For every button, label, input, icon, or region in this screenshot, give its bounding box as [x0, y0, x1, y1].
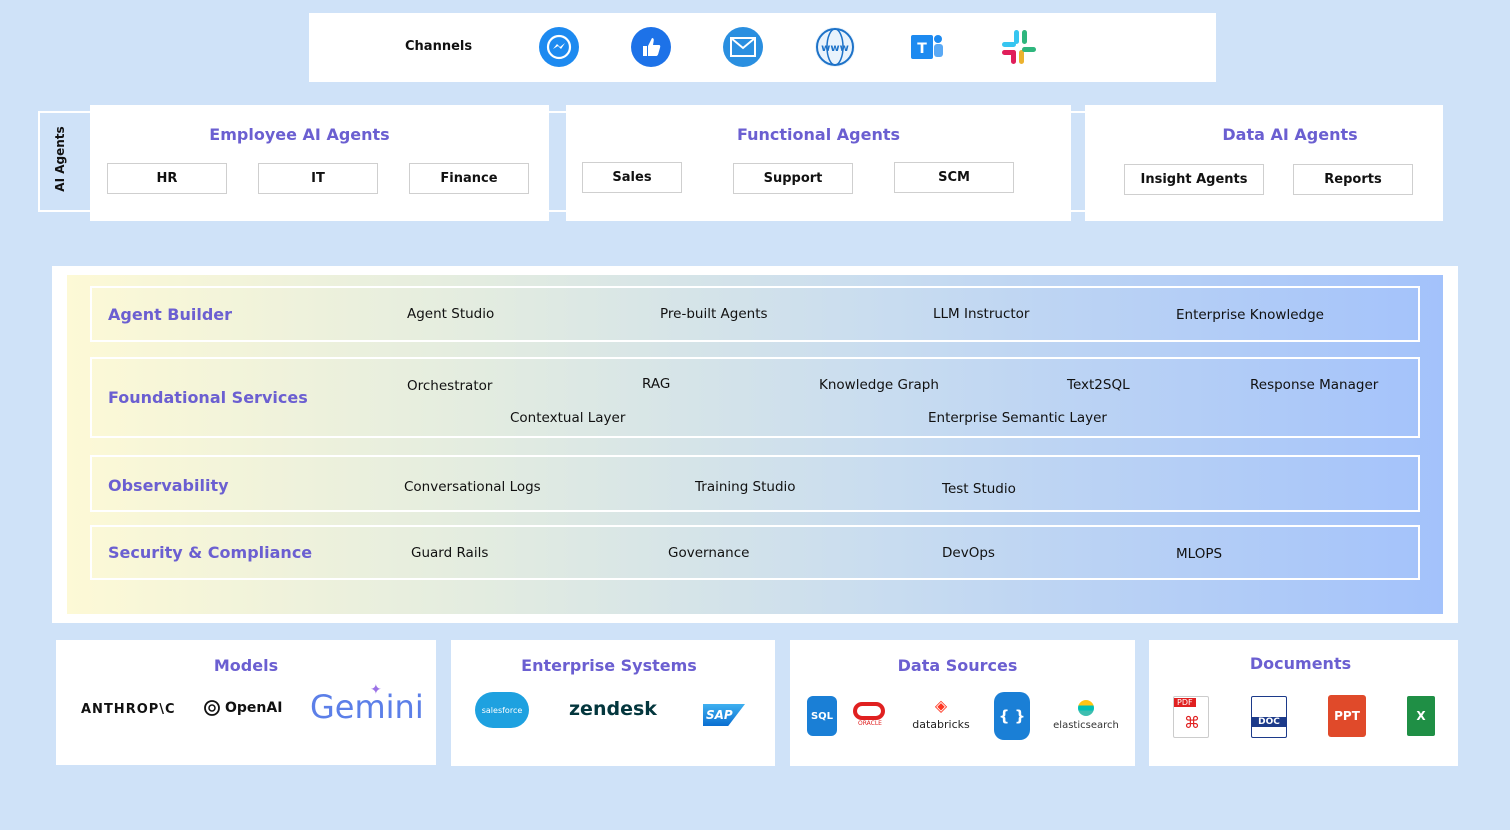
slack-icon[interactable] — [999, 27, 1039, 67]
enterprise-systems-title: Enterprise Systems — [521, 656, 697, 675]
training-studio-item[interactable]: Training Studio — [695, 479, 796, 495]
gemini-logo: Gemini ✦ — [310, 682, 424, 726]
anthropic-logo: ANTHROP\C — [81, 702, 176, 717]
ai-agents-bracket — [38, 111, 96, 212]
governance-item[interactable]: Governance — [668, 545, 750, 561]
openai-logo: OpenAI — [202, 698, 282, 718]
zendesk-label: zendesk — [569, 698, 657, 720]
sales-pill[interactable]: Sales — [582, 162, 682, 193]
elasticsearch-label: elasticsearch — [1053, 720, 1119, 731]
functional-agents-title: Functional Agents — [736, 125, 900, 144]
oracle-label: ORACLE — [858, 720, 882, 727]
enterprise-knowledge-item[interactable]: Enterprise Knowledge — [1176, 307, 1324, 323]
data-agents-title: Data AI Agents — [1222, 125, 1358, 144]
models-panel: Models ANTHROP\C OpenAI Gemini ✦ — [56, 640, 436, 765]
doc-label: DOC — [1251, 717, 1287, 727]
data-sources-panel: Data Sources SQL ORACLE ◈ databricks { }… — [790, 640, 1135, 766]
doc-icon: DOC — [1251, 696, 1287, 738]
teams-icon[interactable]: T — [907, 27, 947, 67]
sparkle-icon: ✦ — [370, 682, 382, 698]
pdf-icon: PDF ⌘ — [1173, 696, 1209, 738]
rag-item[interactable]: RAG — [642, 376, 671, 392]
guard-rails-item[interactable]: Guard Rails — [411, 545, 489, 561]
documents-title: Documents — [1249, 654, 1352, 673]
enterprise-systems-panel: Enterprise Systems salesforce zendesk SA… — [451, 640, 775, 766]
it-pill[interactable]: IT — [258, 163, 378, 194]
agent-builder-title: Agent Builder — [108, 305, 233, 324]
llm-instructor-item[interactable]: LLM Instructor — [933, 306, 1030, 322]
data-sources-title: Data Sources — [897, 656, 1018, 675]
employee-agents-panel: Employee AI Agents HR IT Finance — [90, 105, 549, 221]
ai-agents-label: AI Agents — [53, 126, 67, 192]
hr-pill[interactable]: HR — [107, 163, 227, 194]
security-compliance-title: Security & Compliance — [108, 543, 313, 562]
prebuilt-agents-item[interactable]: Pre-built Agents — [660, 306, 768, 322]
elasticsearch-icon — [1078, 700, 1094, 716]
web-icon[interactable]: www — [815, 27, 855, 67]
sap-logo: SAP — [703, 704, 745, 726]
excel-icon: X — [1407, 696, 1435, 736]
sap-label: SAP — [706, 708, 733, 722]
ppt-icon: PPT — [1328, 695, 1366, 737]
mlops-item[interactable]: MLOPS — [1176, 546, 1223, 562]
openai-label: OpenAI — [225, 700, 283, 716]
svg-text:www: www — [821, 43, 849, 54]
databricks-label: databricks — [912, 718, 970, 731]
acrobat-icon: ⌘ — [1184, 713, 1200, 732]
contextual-layer-item[interactable]: Contextual Layer — [510, 410, 626, 426]
foundational-services-row: Foundational Services Orchestrator RAG K… — [90, 357, 1420, 438]
svg-text:T: T — [917, 41, 927, 57]
reports-pill[interactable]: Reports — [1293, 164, 1413, 195]
knowledge-graph-item[interactable]: Knowledge Graph — [819, 377, 939, 393]
sql-logo: SQL — [807, 696, 837, 736]
insight-agents-pill[interactable]: Insight Agents — [1124, 164, 1264, 195]
devops-item[interactable]: DevOps — [942, 545, 995, 561]
oracle-logo: ORACLE — [853, 702, 887, 727]
employee-agents-title: Employee AI Agents — [209, 125, 390, 144]
scm-pill[interactable]: SCM — [894, 162, 1014, 193]
agent-builder-row: Agent Builder Agent Studio Pre-built Age… — [90, 286, 1420, 342]
connector — [1071, 111, 1085, 212]
support-pill[interactable]: Support — [733, 163, 853, 194]
databricks-icon: ◈ — [934, 696, 948, 715]
functional-agents-panel: Functional Agents Sales Support SCM — [566, 105, 1071, 221]
databricks-logo: ◈ databricks — [908, 696, 974, 732]
security-compliance-row: Security & Compliance Guard Rails Govern… — [90, 525, 1420, 580]
response-manager-item[interactable]: Response Manager — [1250, 377, 1379, 393]
platform-gradient — [67, 275, 1443, 614]
messenger-icon[interactable] — [539, 27, 579, 67]
salesforce-logo: salesforce — [475, 692, 529, 728]
data-agents-panel: Data AI Agents Insight Agents Reports — [1085, 105, 1443, 221]
conversational-logs-item[interactable]: Conversational Logs — [404, 479, 541, 495]
openai-icon — [204, 700, 220, 716]
json-db-label: { } — [998, 707, 1026, 725]
observability-row: Observability Conversational Logs Traini… — [90, 455, 1420, 512]
zendesk-logo: zendesk — [569, 698, 657, 720]
test-studio-item[interactable]: Test Studio — [942, 481, 1016, 497]
thumbs-up-icon[interactable] — [631, 27, 671, 67]
connector — [549, 111, 566, 212]
observability-title: Observability — [108, 476, 229, 495]
oracle-ring-icon — [853, 702, 885, 720]
pdf-label: PDF — [1174, 698, 1196, 707]
models-title: Models — [213, 656, 279, 675]
channels-bar: Channels www T — [309, 13, 1216, 82]
excel-label: X — [1416, 709, 1426, 723]
gemini-label: Gemini — [310, 688, 424, 726]
text2sql-item[interactable]: Text2SQL — [1067, 377, 1130, 393]
email-icon[interactable] — [723, 27, 763, 67]
agent-studio-item[interactable]: Agent Studio — [407, 306, 495, 322]
finance-pill[interactable]: Finance — [409, 163, 529, 194]
foundational-services-title: Foundational Services — [108, 388, 308, 407]
salesforce-label: salesforce — [481, 705, 523, 715]
orchestrator-item[interactable]: Orchestrator — [407, 378, 493, 394]
channels-label: Channels — [405, 39, 473, 54]
json-db-logo: { } — [994, 692, 1030, 740]
ppt-label: PPT — [1334, 709, 1360, 723]
elasticsearch-logo: elasticsearch — [1048, 700, 1124, 731]
sql-label: SQL — [810, 710, 834, 722]
documents-panel: Documents PDF ⌘ DOC PPT X — [1149, 640, 1458, 766]
enterprise-semantic-layer-item[interactable]: Enterprise Semantic Layer — [928, 410, 1107, 426]
